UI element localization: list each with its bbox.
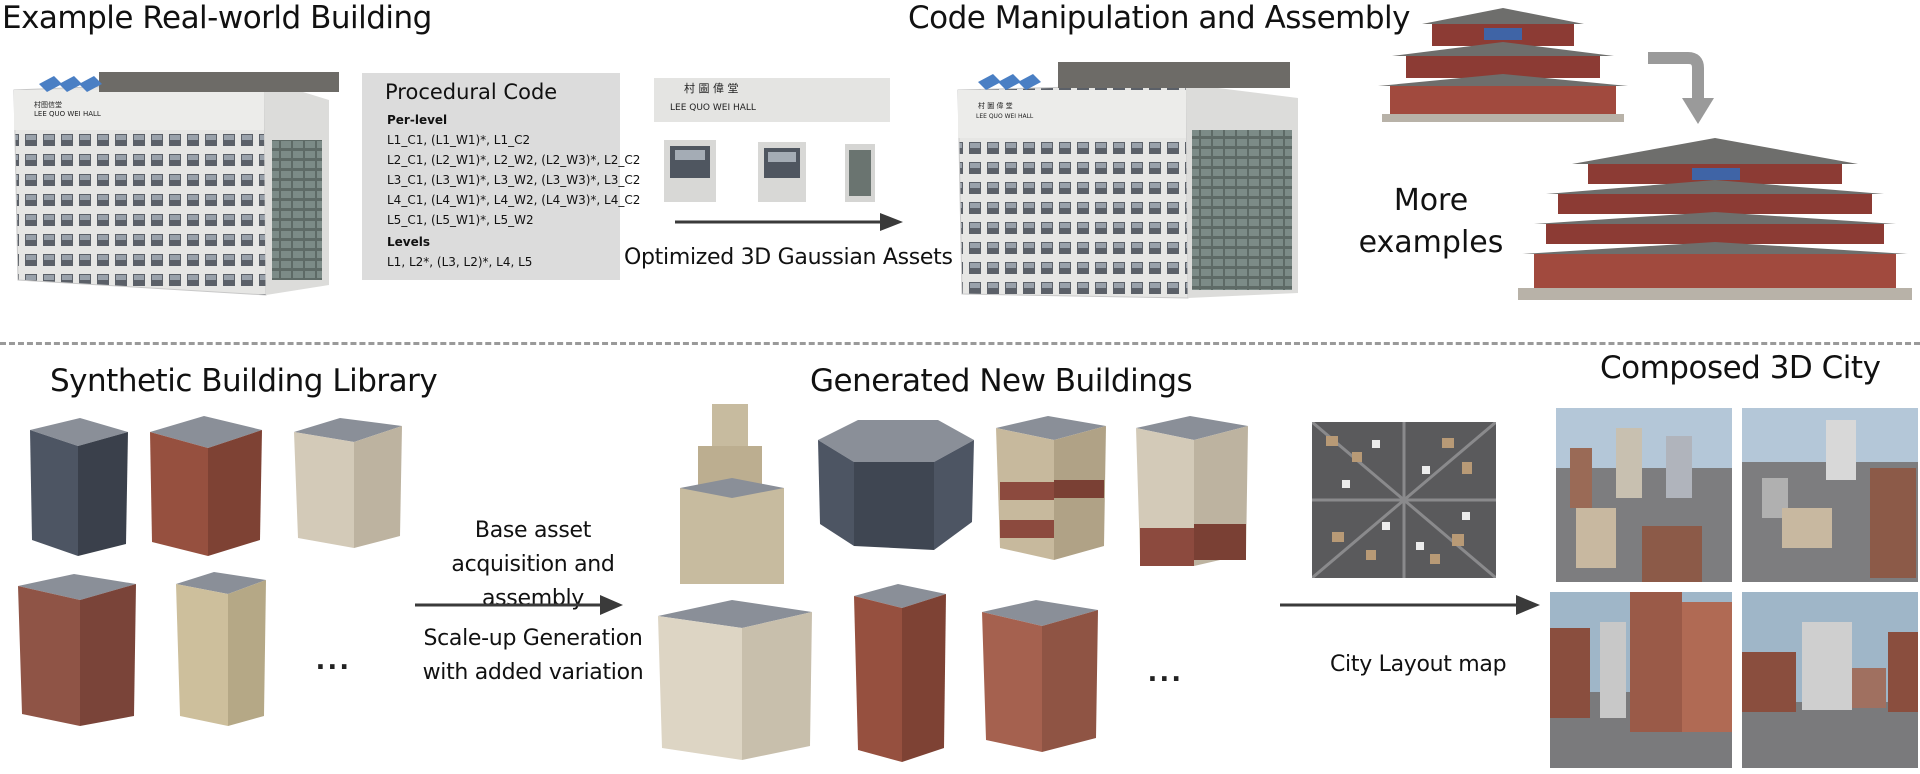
levels-heading: Levels <box>387 235 431 249</box>
caption-city-layout-map: City Layout map <box>1330 652 1507 677</box>
generated-building-hex <box>808 412 978 554</box>
procedural-code-title: Procedural Code <box>385 80 558 104</box>
city-render-4 <box>1742 592 1918 768</box>
building-sign-en: LEE QUO WEI HALL <box>34 110 101 118</box>
title-synthetic-library: Synthetic Building Library <box>50 363 438 399</box>
generated-building-beige-red <box>1130 410 1254 570</box>
per-level-heading: Per-level <box>387 113 448 127</box>
svg-text:LEE QUO WEI HALL: LEE QUO WEI HALL <box>976 113 1034 120</box>
section-divider <box>0 342 1920 345</box>
city-render-2 <box>1742 408 1918 582</box>
svg-text:LEE QUO WEI HALL: LEE QUO WEI HALL <box>670 103 756 113</box>
title-composed-city: Composed 3D City <box>1600 350 1881 386</box>
title-code-manipulation: Code Manipulation and Assembly <box>908 0 1410 36</box>
city-arrow <box>1280 594 1542 616</box>
procedural-code-box <box>362 73 620 280</box>
code-line-4: L4_C1, (L4_W1)*, L4_W2, (L4_W3)*, L4_C2 <box>387 193 641 207</box>
svg-text:村 圖 偉 堂: 村 圖 偉 堂 <box>978 101 1013 110</box>
caption-acquisition: Base asset acquisition and assembly <box>451 518 615 611</box>
curved-arrow <box>1646 50 1716 128</box>
library-building-beige <box>288 410 408 550</box>
real-world-building-image <box>4 70 344 302</box>
gaussian-assets-image: 村 圖 偉 堂 LEE QUO WEI HALL <box>650 74 895 216</box>
generated-building-stacked <box>672 400 788 586</box>
library-building-red-2 <box>14 566 142 728</box>
code-line-3: L3_C1, (L3_W1)*, L3_W2, (L3_W3)*, L3_C2 <box>387 173 641 187</box>
code-line-5: L5_C1, (L5_W1)*, L5_W2 <box>387 213 534 227</box>
generation-arrow <box>415 594 625 616</box>
caption-scaleup: Scale-up Generation with added variation <box>422 626 644 685</box>
library-building-red <box>142 410 266 558</box>
svg-text:村 圖 偉 堂: 村 圖 偉 堂 <box>684 81 739 95</box>
generated-building-wide <box>650 596 818 762</box>
assets-arrow <box>675 212 905 232</box>
library-building-dark <box>20 410 132 558</box>
assembled-building-image: 村 圖 偉 堂 LEE QUO WEI HALL <box>948 58 1310 308</box>
code-line-2: L2_C1, (L2_W1)*, L2_W2, (L2_W3)*, L2_C2 <box>387 153 641 167</box>
title-example-real-world: Example Real-world Building <box>2 0 432 36</box>
title-generated-buildings: Generated New Buildings <box>810 363 1193 399</box>
generated-building-red-beige <box>990 410 1110 562</box>
generated-building-tall-red <box>848 580 950 764</box>
generated-ellipsis: ... <box>1148 652 1184 688</box>
library-ellipsis: ... <box>316 640 352 676</box>
city-render-3 <box>1550 592 1732 768</box>
generated-building-red-2 <box>976 594 1104 754</box>
library-building-tan <box>170 566 270 728</box>
city-render-1 <box>1556 408 1732 582</box>
city-layout-map <box>1312 422 1496 578</box>
building-sign: 村图信堂 LEE QUO WEI HALL <box>34 101 101 119</box>
pagoda-example-large <box>1512 134 1918 306</box>
pagoda-example-small <box>1372 2 1634 126</box>
assets-caption: Optimized 3D Gaussian Assets <box>624 245 953 270</box>
code-line-1: L1_C1, (L1_W1)*, L1_C2 <box>387 133 531 147</box>
levels-line: L1, L2*, (L3, L2)*, L4, L5 <box>387 255 533 269</box>
building-sign-cn: 村图信堂 <box>34 101 62 109</box>
more-examples-label: More examples <box>1358 183 1504 260</box>
